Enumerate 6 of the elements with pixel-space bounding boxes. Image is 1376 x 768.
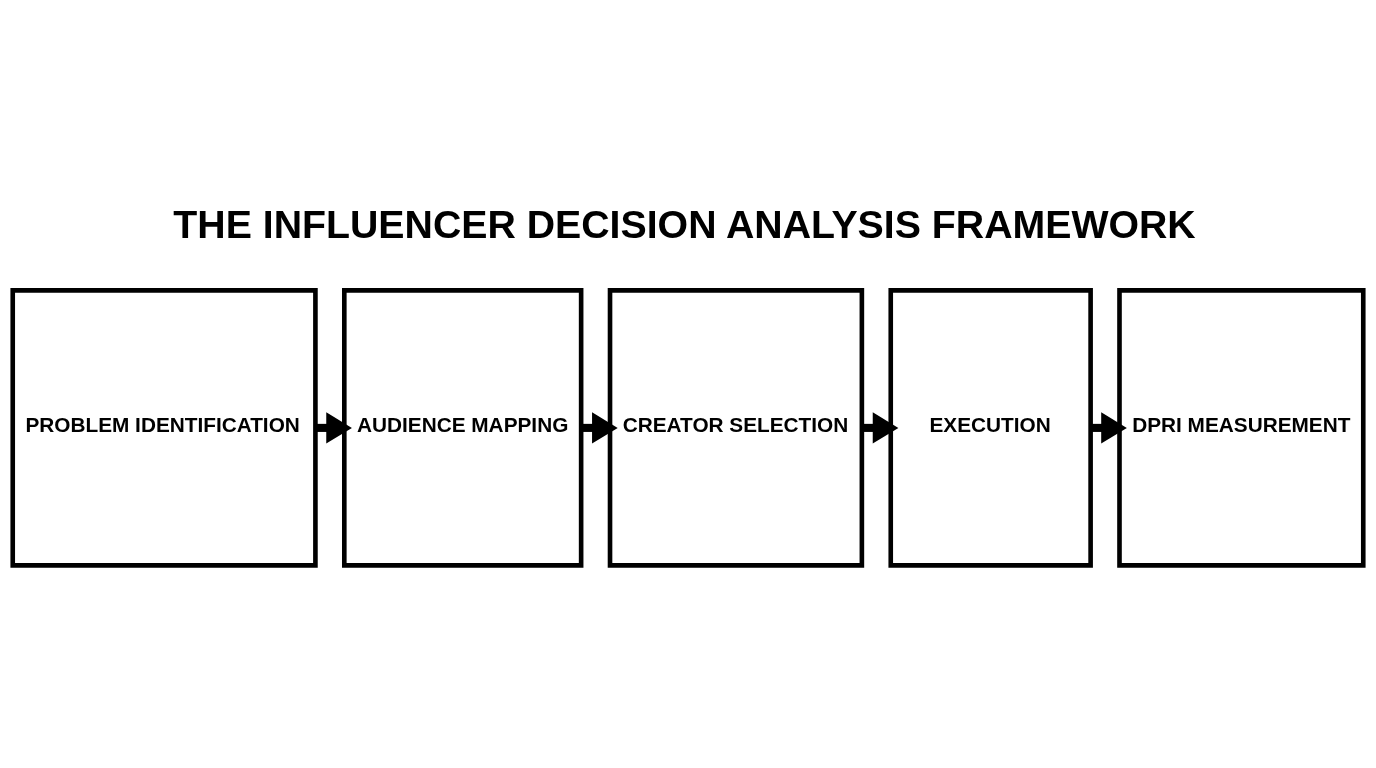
node-box: DPRI MEASUREMENT <box>1117 288 1366 568</box>
node-box: PROBLEM IDENTIFICATION <box>10 288 318 568</box>
node-box: CREATOR SELECTION <box>607 288 865 568</box>
diagram-title: THE INFLUENCER DECISION ANALYSIS FRAMEWORK <box>173 201 1196 246</box>
node-box: AUDIENCE MAPPING <box>342 288 584 568</box>
node-box: EXECUTION <box>888 288 1093 568</box>
